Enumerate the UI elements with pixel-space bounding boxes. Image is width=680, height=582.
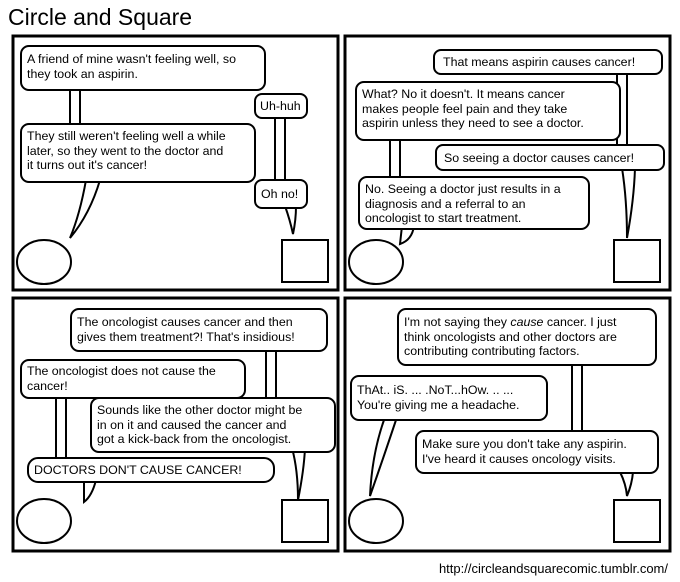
square-character-p2 [613, 239, 661, 283]
p4-speech-1-line-1: I'm not saying they cause cancer. I just [404, 315, 617, 330]
panel-4-frame [343, 296, 672, 553]
p2-speech-2-line-1: What? No it doesn't. It means cancer [362, 87, 565, 101]
p4-speech-2-line-1: ThAt.. iS. ... .NoT...hOw. .. ... [357, 383, 514, 397]
p3-speech-2-line-2: cancer! [27, 378, 68, 393]
p3-speech-1-line-2: gives them treatment?! That's insidious! [77, 329, 295, 344]
p4-speech-1-line-1-b: cancer. I just [543, 315, 617, 329]
p1-speech-2-line-1: Uh-huh [260, 99, 301, 113]
p2-bubble-2 [355, 81, 621, 141]
p4-bubble-3-tail [618, 471, 635, 497]
p1-speech-3-line-2: later, so they went to the doctor and [27, 143, 224, 158]
p1-speech-1-line-1: A friend of mine wasn't feeling well, so [27, 52, 236, 66]
p4-speech-1: I'm not saying they cause cancer. I just… [404, 315, 617, 359]
p3-bubble-4 [27, 457, 275, 483]
p4-bubble-1 [397, 308, 657, 366]
p2-speech-1: That means aspirin causes cancer! [443, 55, 635, 70]
p2-speech-3: So seeing a doctor causes cancer! [444, 151, 634, 166]
p2-bubble-2-stem [389, 137, 401, 181]
panel-2-frame [343, 34, 672, 292]
p3-bubble-3-tail [290, 447, 307, 501]
circle-character-p2 [348, 239, 404, 285]
p2-speech-4-line-3: oncologist to start treatment. [365, 211, 522, 226]
p1-speech-1: A friend of mine wasn't feeling well, so… [27, 52, 236, 81]
p3-speech-3-line-2: in on it and caused the cancer and [97, 417, 287, 432]
p4-speech-3: Make sure you don't take any aspirin. I'… [422, 437, 627, 466]
p2-speech-2: What? No it doesn't. It means cancer mak… [362, 87, 584, 131]
p1-speech-3-line-3: it turns out it's cancer! [27, 158, 148, 173]
p3-bubble-1 [70, 308, 328, 352]
square-character-p3 [281, 499, 329, 543]
p2-bubble-3 [435, 144, 665, 171]
p3-bubble-2 [20, 359, 246, 399]
p3-bubble-2-stem [55, 395, 67, 463]
p3-bubble-4-tail [83, 479, 98, 505]
p2-speech-4-line-1: No. Seeing a doctor just results in a [365, 182, 561, 196]
p4-speech-1-line-1-a: I'm not saying they [404, 315, 511, 329]
p4-bubble-3 [415, 430, 659, 474]
p4-bubble-2-tail [369, 419, 398, 497]
p4-bubble-2 [350, 375, 548, 421]
p3-speech-4: DOCTORS DON'T CAUSE CANCER! [34, 463, 242, 478]
p4-speech-1-emphasis: cause [510, 315, 544, 329]
panel-1-frame [11, 34, 340, 292]
p2-speech-4-line-2: diagnosis and a referral to an [365, 196, 526, 211]
circle-character-p4 [348, 498, 404, 544]
p1-bubble-1-tail [69, 89, 81, 127]
p3-speech-2-line-1: The oncologist does not cause the [27, 364, 216, 378]
p2-bubble-4 [358, 176, 590, 230]
p4-speech-1-line-3: contributing contributing factors. [404, 344, 580, 359]
p1-speech-3: They still weren't feeling well a while … [27, 129, 226, 173]
p4-bubble-1-stem [571, 359, 583, 437]
p2-speech-4: No. Seeing a doctor just results in a di… [365, 182, 561, 226]
p1-speech-1-line-2: they took an aspirin. [27, 66, 138, 81]
p2-speech-3-line-1: So seeing a doctor causes cancer! [444, 151, 635, 165]
p2-bubble-1 [433, 49, 663, 75]
comic-title: Circle and Square [8, 4, 193, 30]
p1-bubble-3 [20, 123, 256, 183]
p2-speech-2-line-3: aspirin unless they need to see a doctor… [362, 116, 584, 131]
p1-speech-2: Uh-huh [260, 99, 301, 114]
comic-url: http://circleandsquarecomic.tumblr.com/ [438, 561, 668, 576]
p1-speech-4-line-1: Oh no! [261, 187, 299, 201]
circle-character-p3 [16, 498, 72, 544]
p1-bubble-4 [254, 179, 308, 209]
square-character-p4 [613, 499, 661, 543]
p3-speech-2: The oncologist does not cause the cancer… [27, 364, 216, 393]
p3-bubble-1-stem [265, 347, 277, 405]
p4-speech-2: ThAt.. iS. ... .NoT...hOw. .. ... You're… [357, 383, 519, 412]
p1-bubble-2-stem [274, 117, 286, 183]
p2-speech-1-line-1: That means aspirin causes cancer! [443, 55, 636, 69]
p3-speech-3-line-1: Sounds like the other doctor might be [97, 403, 303, 417]
p4-speech-2-line-2: You're giving me a headache. [357, 397, 520, 412]
square-character-p1 [281, 239, 329, 283]
p2-speech-2-line-2: makes people feel pain and they take [362, 101, 568, 116]
p3-speech-1-line-1: The oncologist causes cancer and then [77, 315, 293, 329]
p3-speech-3-line-3: got a kick-back from the oncologist. [97, 432, 292, 447]
p4-speech-1-line-2: think oncologists and other doctors are [404, 329, 617, 344]
p2-bubble-3-tail [620, 167, 637, 239]
p4-speech-3-line-2: I've heard it causes oncology visits. [422, 451, 616, 466]
p3-speech-4-line-1: DOCTORS DON'T CAUSE CANCER! [34, 463, 242, 477]
p1-speech-3-line-1: They still weren't feeling well a while [27, 129, 226, 143]
p3-speech-3: Sounds like the other doctor might be in… [97, 403, 302, 447]
p1-bubble-1 [20, 45, 266, 91]
p1-bubble-3-tail [69, 179, 102, 239]
p1-speech-4: Oh no! [261, 187, 298, 202]
circle-character-p1 [16, 239, 72, 285]
p1-bubble-4-tail [283, 205, 298, 235]
p3-speech-1: The oncologist causes cancer and then gi… [77, 315, 295, 344]
p4-speech-3-line-1: Make sure you don't take any aspirin. [422, 437, 627, 451]
panel-3-frame [11, 296, 340, 553]
